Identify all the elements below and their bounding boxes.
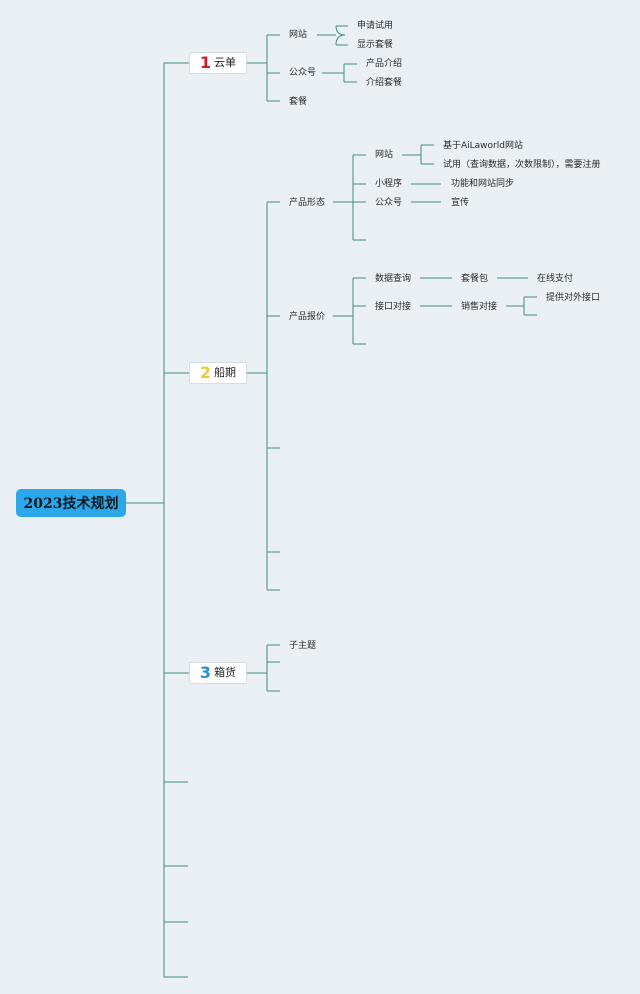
subtopic-cq-gongzhong[interactable]: 公众号 [375,198,403,208]
subtopic-xh-zizhuti[interactable]: 子主题 [289,641,317,651]
subtopic-cq-tigong[interactable]: 提供对外接口 [546,293,601,303]
subtopic-cq-gongneng[interactable]: 功能和网站同步 [451,179,515,189]
subtopic-cq-shiyong[interactable]: 试用（查询数据，次数限制），需要注册 [443,160,601,170]
subtopic-cq-baojia[interactable]: 产品报价 [289,312,326,322]
main-topic-yundan[interactable]: 1 云单 [189,52,247,74]
main-topic-chuanqi[interactable]: 2 船期 [189,362,247,384]
main-topic-number: 2 [199,363,212,382]
subtopic-cq-shuju[interactable]: 数据查询 [375,274,412,284]
subtopic-cq-wangzhan[interactable]: 网站 [375,150,394,160]
root-topic-label: 2023技术规划 [23,496,119,512]
subtopic-cq-jiekou[interactable]: 接口对接 [375,302,412,312]
subtopic-yd-jieshaotaocan[interactable]: 介绍套餐 [366,78,403,88]
main-topic-number: 1 [199,53,212,72]
subtopic-yd-xianshi[interactable]: 显示套餐 [357,40,394,50]
subtopic-yd-taocan[interactable]: 套餐 [289,97,308,107]
main-topic-label: 云单 [214,56,237,69]
subtopic-yd-chanpinjieshao[interactable]: 产品介绍 [366,59,403,69]
subtopic-cq-xuanchuan[interactable]: 宣传 [451,198,470,208]
subtopic-yd-shenqing[interactable]: 申请试用 [357,21,394,31]
subtopic-cq-xiaoshou[interactable]: 销售对接 [461,302,498,312]
subtopic-cq-xiaochengxu[interactable]: 小程序 [375,179,403,189]
subtopic-cq-zaixian[interactable]: 在线支付 [537,274,574,284]
main-topic-xianghuo[interactable]: 3 箱货 [189,662,247,684]
root-topic[interactable]: 2023技术规划 [16,489,126,517]
subtopic-cq-jiyu[interactable]: 基于AiLaworld网站 [443,141,523,151]
subtopic-cq-xingtai[interactable]: 产品形态 [289,198,326,208]
subtopic-cq-taocanbao[interactable]: 套餐包 [461,274,489,284]
subtopic-yd-gongzhong[interactable]: 公众号 [289,68,317,78]
main-topic-number: 3 [199,663,212,682]
main-topic-label: 箱货 [214,666,237,679]
main-topic-label: 船期 [214,366,237,379]
subtopic-yd-wangzhan[interactable]: 网站 [289,30,308,40]
